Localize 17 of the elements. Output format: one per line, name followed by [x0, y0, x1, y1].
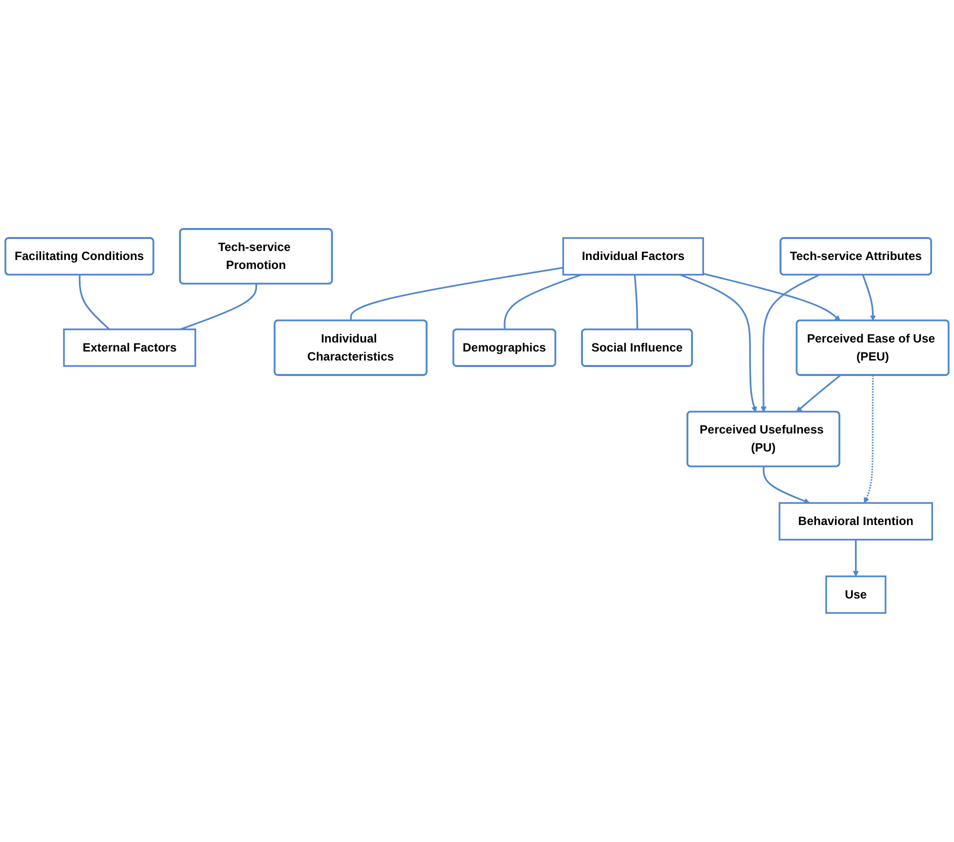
node-box: Use: [825, 575, 886, 614]
arrow: [680, 274, 757, 412]
arrow: [862, 274, 876, 321]
arrow: [852, 540, 859, 577]
connector: [504, 274, 582, 330]
connector: [78, 275, 110, 330]
node-box: Behavioral Intention: [778, 502, 933, 540]
arrow: [864, 375, 874, 504]
node-box: External Factors: [63, 328, 196, 367]
arrow: [762, 466, 810, 504]
connector: [180, 284, 258, 330]
node-box: Individual Factors: [562, 237, 704, 276]
arrow: [796, 374, 841, 412]
arrow: [702, 272, 841, 321]
connector: [350, 266, 564, 321]
connector: [634, 274, 638, 330]
arrow: [760, 274, 820, 412]
